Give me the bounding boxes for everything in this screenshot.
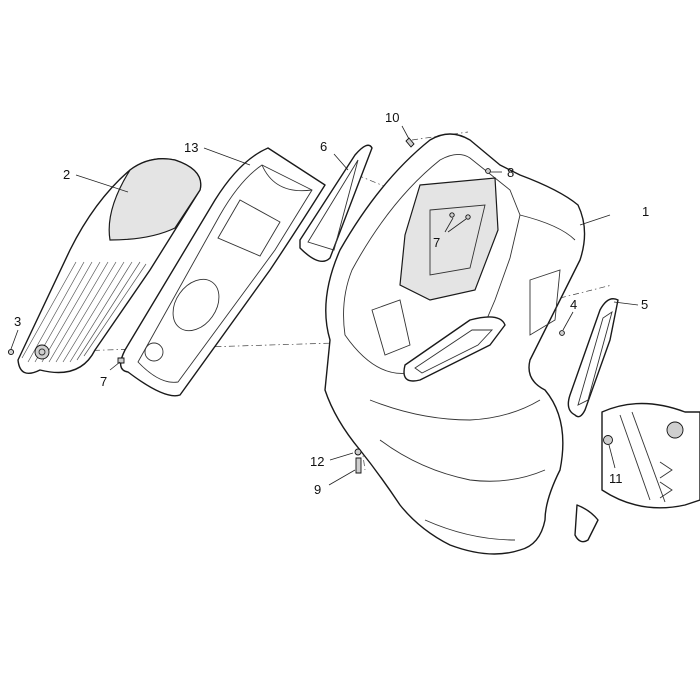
label-7-center: 7 xyxy=(433,235,440,250)
label-12: 12 xyxy=(310,454,324,469)
screw-4-icon xyxy=(559,330,565,336)
screw-7-left-icon xyxy=(117,357,125,364)
screw-8-icon xyxy=(485,168,491,174)
label-3: 3 xyxy=(14,314,21,329)
callout-labels: 1 2 3 4 5 6 7 7 8 9 10 11 12 13 xyxy=(14,110,649,497)
screw-3-icon xyxy=(7,348,15,356)
screw-9-icon xyxy=(355,457,362,474)
label-11: 11 xyxy=(609,471,623,486)
fasteners xyxy=(7,137,565,474)
label-4: 4 xyxy=(570,297,577,312)
label-10: 10 xyxy=(385,110,399,125)
screw-10-icon xyxy=(405,137,415,148)
label-5: 5 xyxy=(641,297,648,312)
label-9: 9 xyxy=(314,482,321,497)
part-13-inner-frame xyxy=(120,147,326,397)
detail-view-11 xyxy=(601,402,700,509)
leader-lines xyxy=(10,125,639,486)
label-2: 2 xyxy=(63,167,70,182)
label-1: 1 xyxy=(642,204,649,219)
label-7-left: 7 xyxy=(100,374,107,389)
label-8: 8 xyxy=(507,165,514,180)
screw-12-icon xyxy=(354,448,362,456)
part-2-grille-cover xyxy=(17,158,202,374)
part-5-right-trim xyxy=(567,298,619,418)
part-1-front-shield xyxy=(324,133,599,555)
label-13: 13 xyxy=(184,140,198,155)
screw-7-center-icon xyxy=(449,212,471,220)
grille-slats xyxy=(21,261,147,363)
label-6: 6 xyxy=(320,139,327,154)
part-6-side-trim xyxy=(299,144,373,262)
